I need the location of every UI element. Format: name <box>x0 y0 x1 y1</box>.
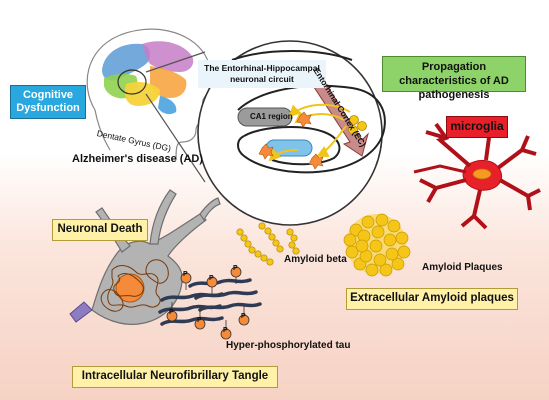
tangles <box>100 259 169 312</box>
p-label: P <box>241 313 246 320</box>
p-label: P <box>183 271 188 278</box>
extracellular-box: Extracellular Amyloid plaques <box>346 288 518 310</box>
cognitive-dysfunction-label: Cognitive Dysfunction <box>16 89 80 114</box>
amyloid-plaques-label: Amyloid Plaques <box>422 262 503 273</box>
intracellular-label: Intracellular Neurofibrillary Tangle <box>81 370 269 382</box>
ad-label: Alzheimer's disease (AD) <box>72 153 203 165</box>
circuit-arrows <box>268 103 351 162</box>
amyloid-plaque <box>343 213 411 277</box>
propagation-label: Propagation characteristics of AD pathog… <box>399 61 509 101</box>
p-label: P <box>209 275 214 282</box>
microglia-box: microglia <box>446 116 508 138</box>
intracellular-box: Intracellular Neurofibrillary Tangle <box>72 366 278 388</box>
neuron-cell <box>91 189 221 325</box>
neuronal-death-label: Neuronal Death <box>57 223 143 235</box>
microglia-label: microglia <box>450 119 504 133</box>
extracellular-label: Extracellular Amyloid plaques <box>350 292 514 304</box>
circuit-title: The Entorhinal-Hippocampal neuronal circ… <box>198 60 326 88</box>
p-label: P <box>223 327 228 334</box>
tau-strands <box>158 278 262 326</box>
phosphate-markers <box>166 266 250 340</box>
ca1-label: CA1 region <box>250 112 293 121</box>
brain-icon <box>102 41 194 115</box>
p-label: P <box>233 265 238 272</box>
amyloid-beta-chains <box>236 222 300 266</box>
propagation-box: Propagation characteristics of AD pathog… <box>382 56 526 101</box>
cognitive-dysfunction-box: Cognitive Dysfunction <box>10 85 86 119</box>
p-label: P <box>197 317 202 324</box>
p-label: P <box>169 309 174 316</box>
amyloid-beta-label: Amyloid beta <box>284 254 347 265</box>
tau-label: Hyper-phosphorylated tau <box>226 340 351 351</box>
neuronal-death-box: Neuronal Death <box>52 219 148 241</box>
